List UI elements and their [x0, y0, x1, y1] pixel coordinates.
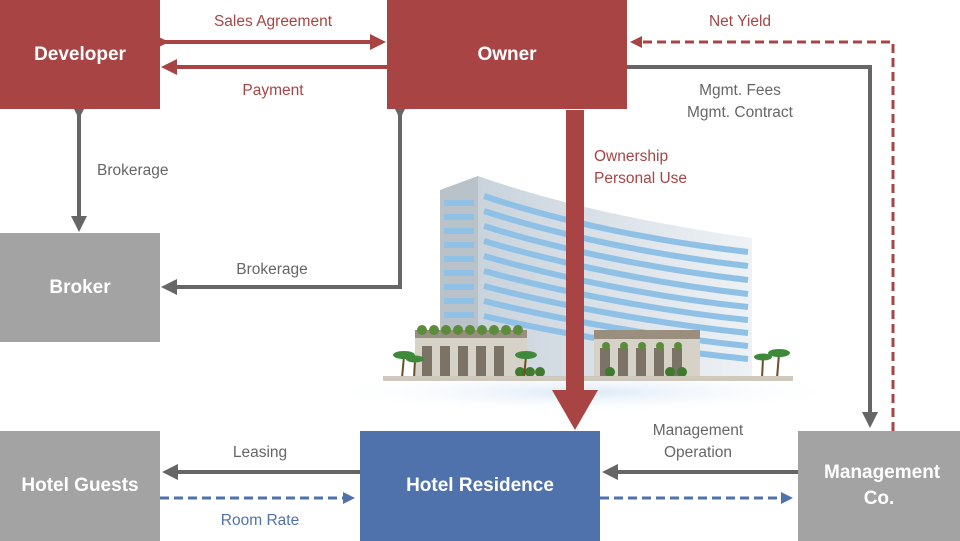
hotel-building-illustration	[315, 176, 855, 414]
owner-label: Owner	[477, 43, 537, 65]
label-mgmt-fees: Mgmt. Fees	[699, 82, 781, 99]
broker-node: Broker	[0, 233, 160, 342]
label-mgmt-contract: Mgmt. Contract	[687, 104, 793, 121]
label-leasing: Leasing	[232, 444, 288, 461]
hotel-residence-label: Hotel Residence	[406, 475, 554, 497]
owner-node: Owner	[387, 0, 627, 109]
label-room-rate: Room Rate	[220, 512, 300, 529]
management-co-label: Management Co.	[824, 462, 941, 509]
label-net-yield: Net Yield	[708, 13, 772, 30]
arrow-net-yield	[630, 36, 895, 431]
label-operation: Operation	[663, 444, 733, 461]
label-brokerage-owner-broker: Brokerage	[236, 261, 308, 278]
developer-node: Developer	[0, 0, 160, 109]
hotel-guests-label: Hotel Guests	[21, 475, 139, 497]
label-ownership: Ownership	[594, 148, 669, 165]
label-payment: Payment	[242, 82, 304, 99]
label-sales-agreement: Sales Agreement	[213, 13, 333, 30]
arrow-mgmt-fees-contract	[627, 65, 878, 428]
hotel-residence-node: Hotel Residence	[360, 431, 600, 541]
broker-label: Broker	[49, 276, 111, 298]
arrow-ownership-personal-use	[552, 110, 598, 430]
hotel-guests-node: Hotel Guests	[0, 431, 160, 541]
label-personal-use: Personal Use	[594, 170, 688, 187]
management-co-node: Management Co.	[798, 431, 960, 541]
developer-label: Developer	[34, 43, 126, 65]
arrow-owner-broker-brokerage	[161, 103, 408, 295]
label-management: Management	[652, 422, 744, 439]
label-brokerage-developer-broker: Brokerage	[97, 162, 169, 179]
